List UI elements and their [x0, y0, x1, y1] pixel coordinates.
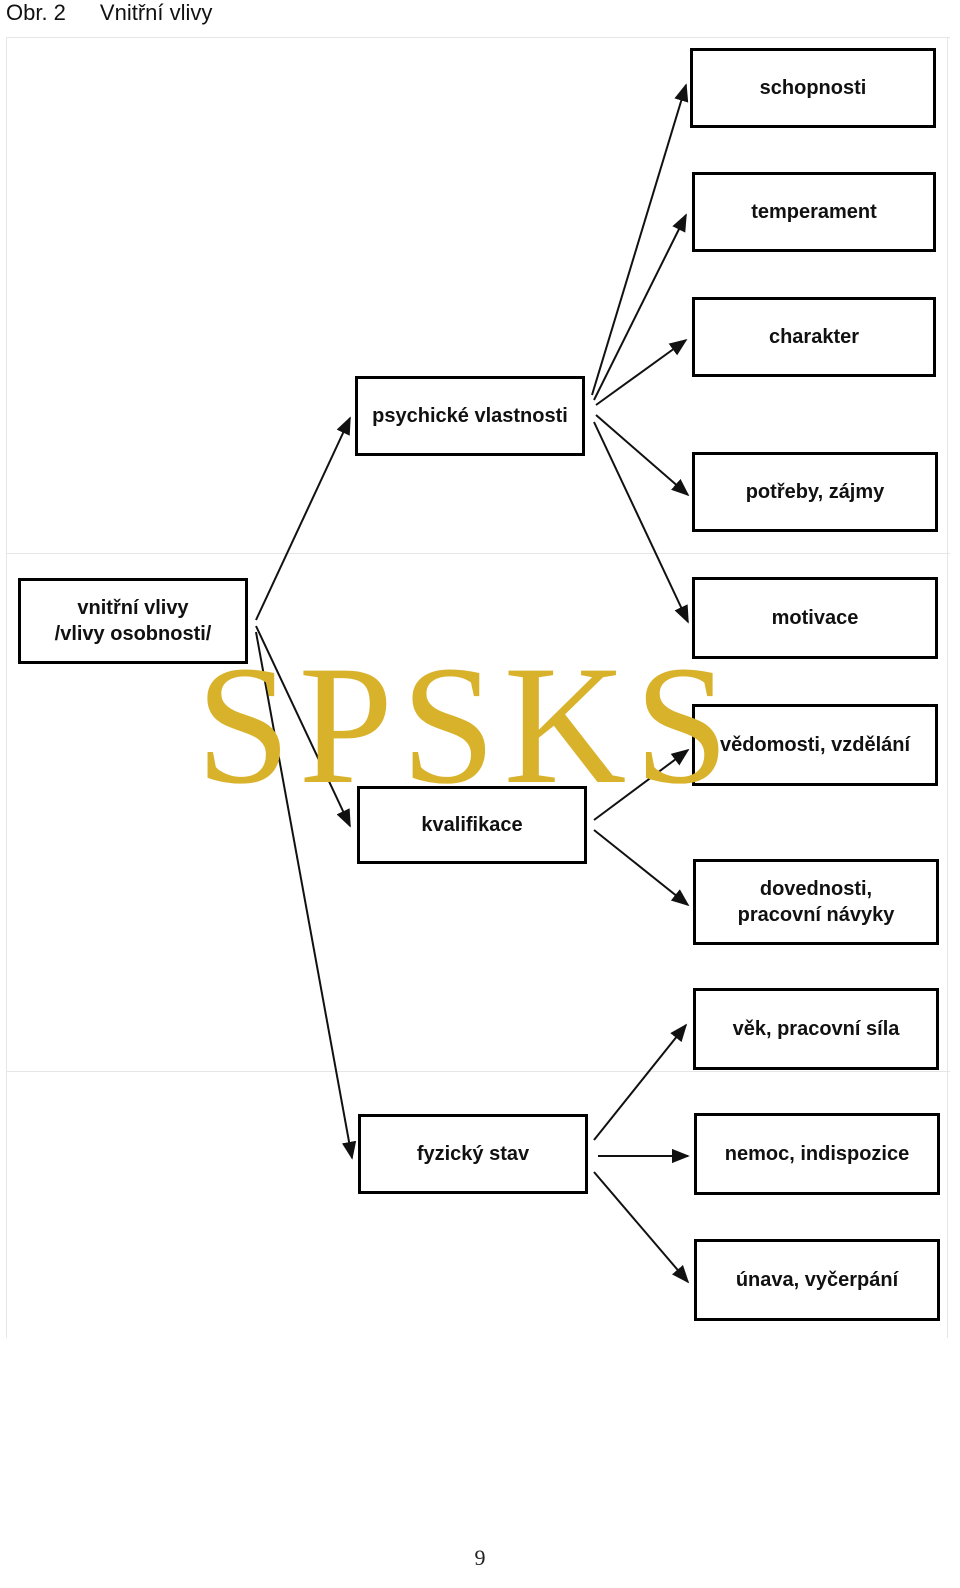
node-label: fyzický stav [416, 1143, 530, 1165]
page-divider [6, 553, 950, 554]
node-psychicke-vlastnosti: psychické vlastnosti [355, 376, 585, 456]
arrow-to-unava [593, 1171, 690, 1284]
arrow-to-charakter [595, 338, 688, 406]
node-root: vnitřní vlivy /vlivy osobnosti/ [18, 578, 248, 664]
page-number: 9 [474, 1545, 486, 1570]
page-divider [6, 1071, 950, 1072]
node-vek-pracovni-sila: věk, pracovní síla [693, 988, 939, 1070]
figure-caption: Obr. 2 Vnitřní vlivy [6, 0, 212, 26]
arrow-to-potreby [595, 414, 690, 497]
node-label: únava, vyčerpání [735, 1269, 899, 1291]
node-schopnosti: schopnosti [690, 48, 936, 128]
arrow-root-to-psychicke [255, 416, 351, 621]
arrow-to-schopnosti [591, 83, 689, 396]
node-kvalifikace: kvalifikace [357, 786, 587, 864]
node-label: motivace [771, 607, 859, 629]
node-label: potřeby, zájmy [745, 481, 885, 503]
node-label: temperament [751, 201, 877, 223]
node-charakter: charakter [692, 297, 936, 377]
arrow-to-vek [593, 1023, 688, 1141]
arrow-to-motivace [593, 421, 689, 624]
node-motivace: motivace [692, 577, 938, 659]
page-divider [6, 37, 950, 38]
node-fyzicky-stav: fyzický stav [358, 1114, 588, 1194]
node-unava-vycerpani: únava, vyčerpání [694, 1239, 940, 1321]
node-vedomosti-vzdelani: vědomosti, vzdělání [692, 704, 938, 786]
arrow-to-dovednosti [593, 829, 690, 907]
node-dovednosti: dovednosti, pracovní návyky [693, 859, 939, 945]
page-divider [6, 38, 7, 1338]
page-divider [947, 38, 948, 1338]
arrow-root-to-fyzicky [255, 631, 357, 1160]
node-label: nemoc, indispozice [724, 1143, 910, 1165]
node-root-label: vnitřní vlivy /vlivy osobnosti/ [54, 597, 212, 645]
figure-title: Vnitřní vlivy [99, 0, 213, 25]
node-temperament: temperament [692, 172, 936, 252]
node-nemoc-indispozice: nemoc, indispozice [694, 1113, 940, 1195]
node-label: dovednosti, pracovní návyky [737, 878, 895, 926]
figure-number: Obr. 2 [6, 0, 66, 25]
node-potreby-zajmy: potřeby, zájmy [692, 452, 938, 532]
arrow-root-to-kvalifikace [255, 625, 351, 828]
node-label: věk, pracovní síla [732, 1018, 900, 1040]
node-label: kvalifikace [421, 814, 523, 836]
node-label: charakter [768, 326, 860, 348]
node-label: schopnosti [759, 77, 867, 99]
arrow-to-temperament [593, 213, 687, 401]
arrow-to-vedomosti [593, 748, 690, 821]
node-label: vědomosti, vzdělání [719, 734, 911, 756]
node-label: psychické vlastnosti [372, 405, 568, 427]
